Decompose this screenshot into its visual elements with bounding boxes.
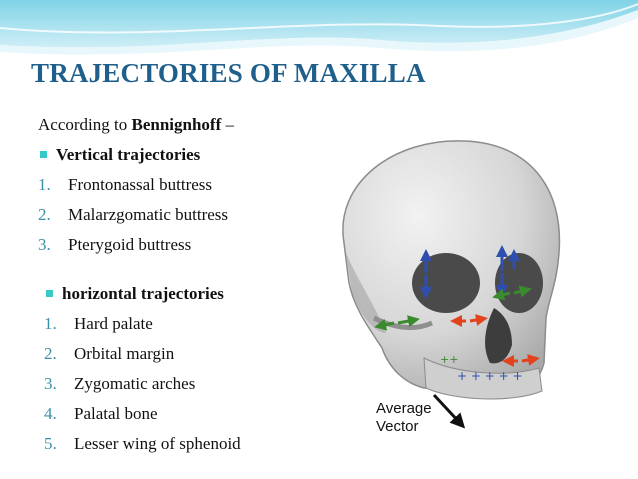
horizontal-item: 3. Zygomatic arches: [44, 374, 195, 394]
item-text: Hard palate: [74, 314, 153, 333]
skull-figure: ++ + + + + + Average Vector: [314, 133, 574, 439]
item-number: 1.: [44, 314, 57, 333]
item-text: Lesser wing of sphenoid: [74, 434, 241, 453]
vertical-item: 1. Frontonassal buttress: [38, 175, 212, 195]
horizontal-item: 1. Hard palate: [44, 314, 153, 334]
intro-author: Bennignhoff: [131, 115, 222, 134]
svg-text:++: ++: [440, 353, 458, 366]
item-text: Orbital margin: [74, 344, 175, 363]
figure-label-vector: Vector: [376, 418, 419, 435]
vertical-heading-text: Vertical trajectories: [56, 145, 201, 164]
bullet-square-icon: [46, 289, 53, 297]
item-number: 3.: [44, 374, 57, 393]
item-text: Palatal bone: [74, 404, 158, 423]
item-number: 2.: [38, 205, 51, 224]
horizontal-heading-text: horizontal trajectories: [62, 284, 224, 303]
vertical-item: 2. Malarzgomatic buttress: [38, 205, 228, 225]
svg-text:+ + + + +: + + + + +: [457, 369, 523, 383]
item-text: Pterygoid buttress: [68, 235, 192, 254]
vertical-heading: Vertical trajectories: [40, 145, 200, 165]
item-number: 2.: [44, 344, 57, 363]
intro-line: According to Bennignhoff –: [38, 115, 234, 135]
vertical-item: 3. Pterygoid buttress: [38, 235, 191, 255]
skull-illustration: ++ + + + + + Average Vector: [342, 140, 561, 435]
item-number: 3.: [38, 235, 51, 254]
horizontal-item: 2. Orbital margin: [44, 344, 174, 364]
horizontal-item: 4. Palatal bone: [44, 404, 158, 424]
item-number: 5.: [44, 434, 57, 453]
slide-title: TRAJECTORIES OF MAXILLA: [31, 58, 426, 88]
item-text: Zygomatic arches: [74, 374, 196, 393]
item-text: Malarzgomatic buttress: [68, 205, 229, 224]
header-wave-decoration: [0, 0, 638, 55]
intro-prefix: According to: [38, 115, 132, 134]
average-vector-arrow-icon: [432, 393, 466, 429]
horizontal-heading: horizontal trajectories: [46, 284, 224, 304]
bullet-square-icon: [40, 150, 47, 158]
intro-suffix: –: [221, 115, 234, 134]
figure-label-average: Average: [376, 400, 432, 417]
horizontal-item: 5. Lesser wing of sphenoid: [44, 434, 241, 454]
item-number: 4.: [44, 404, 57, 423]
item-number: 1.: [38, 175, 51, 194]
item-text: Frontonassal buttress: [68, 175, 213, 194]
